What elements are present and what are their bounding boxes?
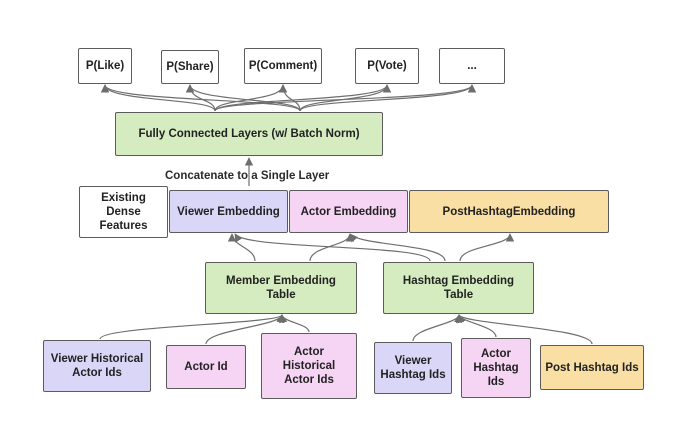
post-hashtag-embedding-node: PostHashtagEmbedding <box>409 190 609 233</box>
post-hashtag-ids-node: Post Hashtag Ids <box>540 345 644 390</box>
viewer-hashtag-ids-node: Viewer Hashtag Ids <box>374 342 452 394</box>
actor-id-node: Actor Id <box>166 345 246 389</box>
output-more-label: ... <box>467 60 477 72</box>
edge-fc-to-comment-1 <box>278 84 301 112</box>
edge-fc-to-more-0 <box>214 84 477 112</box>
output-p-share: P(Share) <box>161 50 219 84</box>
edge-hashtag-to-viewer-embedding <box>234 233 431 262</box>
edge-fc-to-vote-1 <box>299 84 392 112</box>
viewer-historical-actor-ids-node: Viewer Historical Actor Ids <box>43 340 151 392</box>
fully-connected-layers-node: Fully Connected Layers (w/ Batch Norm) <box>115 112 383 156</box>
edge-fc-to-share-1 <box>185 84 301 112</box>
edge-post-hashtag-to-hashtag <box>457 314 593 345</box>
output-p-comment: P(Comment) <box>244 48 322 84</box>
output-p-vote-label: P(Vote) <box>367 60 407 72</box>
actor-id-label: Actor Id <box>184 361 228 373</box>
dense-features-node: Existing Dense Features <box>79 186 168 238</box>
edge-viewer-hashtag-to-hashtag <box>412 314 463 342</box>
edge-fc-to-more-1 <box>299 84 477 112</box>
edge-fc-to-vote-0 <box>214 84 392 112</box>
output-p-vote: P(Vote) <box>355 48 419 84</box>
hashtag-embedding-table-node: Hashtag Embedding Table <box>383 262 534 314</box>
post-hashtag-ids-label: Post Hashtag Ids <box>545 361 639 374</box>
actor-embedding-label: Actor Embedding <box>300 205 397 218</box>
edge-member-to-viewer-embedding <box>227 233 256 262</box>
actor-hashtag-ids-node: Actor Hashtag Ids <box>461 338 531 398</box>
output-p-comment-label: P(Comment) <box>248 60 318 72</box>
edge-actor-historical-to-member <box>278 314 310 333</box>
edge-fc-to-like-1 <box>100 84 301 112</box>
actor-historical-actor-ids-label: Actor Historical Actor Ids <box>282 346 336 386</box>
fully-connected-layers-label: Fully Connected Layers (w/ Batch Norm) <box>138 128 360 140</box>
output-p-like: P(Like) <box>78 48 132 84</box>
viewer-embedding-label: Viewer Embedding <box>177 205 280 218</box>
post-hashtag-embedding-label: PostHashtagEmbedding <box>442 205 576 218</box>
viewer-embedding-node: Viewer Embedding <box>169 190 288 233</box>
output-p-share-label: P(Share) <box>166 61 214 73</box>
viewer-hashtag-ids-label: Viewer Hashtag Ids <box>380 355 446 381</box>
actor-hashtag-ids-label: Actor Hashtag Ids <box>473 348 519 388</box>
dense-features-label: Existing Dense Features <box>99 192 148 232</box>
concatenate-label: Concatenate to a Single Layer <box>165 170 330 182</box>
output-more: ... <box>439 48 505 84</box>
viewer-historical-actor-ids-label: Viewer Historical Actor Ids <box>50 353 144 379</box>
actor-embedding-node: Actor Embedding <box>289 190 408 233</box>
output-p-like-label: P(Like) <box>85 60 125 72</box>
edge-hashtag-to-post-embedding <box>459 233 515 262</box>
member-embedding-table-label: Member Embedding Table <box>226 275 336 301</box>
edge-hashtag-to-actor-embedding <box>349 233 446 262</box>
edge-viewer-historical-to-member <box>99 314 285 340</box>
hashtag-embedding-table-label: Hashtag Embedding Table <box>402 275 515 301</box>
actor-historical-actor-ids-node: Actor Historical Actor Ids <box>261 333 357 399</box>
member-embedding-table-node: Member Embedding Table <box>205 262 357 314</box>
